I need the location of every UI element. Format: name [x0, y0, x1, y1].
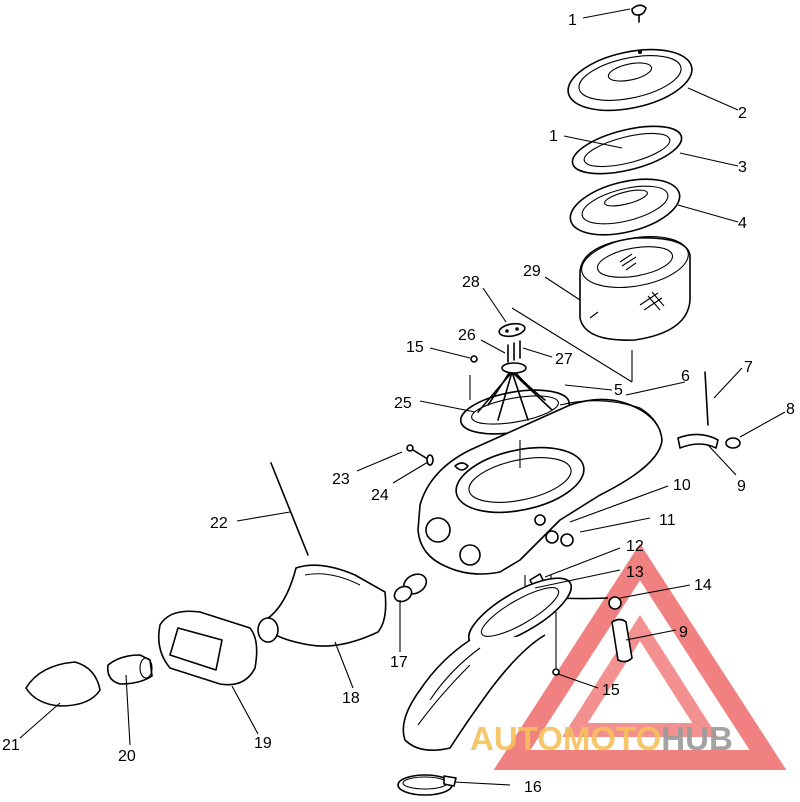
callout-8: 8 — [786, 401, 795, 418]
svg-text:AUTOMOTOHUB: AUTOMOTOHUB — [470, 720, 733, 757]
part-airbox-body — [417, 398, 663, 575]
part-drain-hose — [611, 618, 633, 663]
callout-19: 19 — [254, 735, 272, 752]
part-sleeve — [106, 654, 153, 685]
callout-14: 14 — [694, 577, 712, 594]
callout-11: 11 — [659, 512, 676, 529]
callout-9-lower: 9 — [679, 624, 688, 641]
part-foam-filter-element — [579, 236, 691, 341]
part-bolt-and-washer — [406, 444, 434, 466]
callout-1-lower: 1 — [549, 128, 558, 145]
callout-2: 2 — [738, 105, 747, 122]
callout-29: 29 — [523, 263, 541, 280]
callout-5: 5 — [614, 382, 623, 399]
watermark-word-automoto: AUTOMOTO — [470, 720, 661, 757]
automotohub-watermark-text: AUTOMOTOHUB — [470, 720, 733, 757]
part-airbox-cover — [567, 48, 693, 112]
watermark-word-hub: HUB — [661, 720, 733, 757]
callout-17: 17 — [390, 654, 408, 671]
callout-25: 25 — [394, 395, 412, 412]
callout-28: 28 — [462, 274, 480, 291]
callout-1-top: 1 — [568, 12, 577, 29]
part-filter-plate — [569, 178, 681, 236]
callout-15-lower: 15 — [602, 682, 620, 699]
part-intake-adapter — [157, 610, 258, 686]
callout-16: 16 — [524, 779, 542, 796]
callout-6: 6 — [681, 368, 690, 385]
callout-20: 20 — [118, 748, 136, 765]
callout-22: 22 — [210, 515, 228, 532]
callout-18: 18 — [342, 690, 360, 707]
part-breather-hose-assembly — [677, 371, 741, 449]
callout-27: 27 — [555, 351, 573, 368]
assembly-reference-lines — [469, 307, 633, 400]
part-wing-nut-top — [631, 4, 647, 23]
part-grommet — [393, 573, 428, 603]
callout-9-upper: 9 — [737, 478, 746, 495]
callout-23: 23 — [332, 471, 350, 488]
part-long-stud — [270, 462, 309, 556]
callout-12: 12 — [626, 538, 644, 555]
part-gasket-ring — [571, 125, 683, 175]
callout-21: 21 — [2, 737, 20, 754]
callout-7: 7 — [744, 359, 753, 376]
callout-15-upper: 15 — [406, 339, 424, 356]
automotohub-watermark-logo — [493, 543, 787, 770]
part-mounting-plate-and-studs — [470, 322, 526, 363]
callout-10: 10 — [673, 477, 691, 494]
part-lower-air-duct — [402, 577, 573, 751]
callout-26: 26 — [458, 327, 476, 344]
callout-13: 13 — [626, 564, 644, 581]
callout-numbers: 1 2 1 3 4 29 28 26 15 27 5 6 7 8 25 9 23… — [2, 12, 795, 796]
callout-3: 3 — [738, 159, 747, 176]
part-hose-clamp — [397, 774, 457, 796]
part-intake-cap — [25, 661, 101, 707]
part-small-screw-lower — [552, 612, 560, 676]
callout-leader-lines — [19, 8, 786, 786]
callout-4: 4 — [738, 215, 747, 232]
part-intake-duct — [257, 564, 387, 647]
callout-24: 24 — [371, 487, 389, 504]
